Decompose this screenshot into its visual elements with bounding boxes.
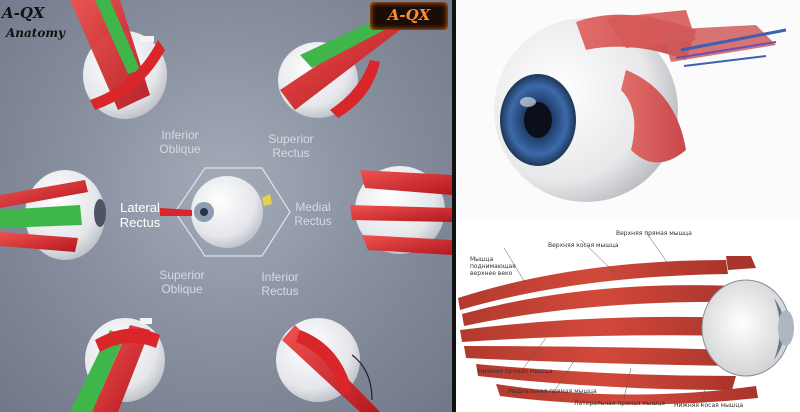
- label-superior-oblique: Superior Oblique: [150, 268, 214, 296]
- watermark-title: A-QX: [2, 4, 45, 22]
- eye-render-bottom-right: [276, 318, 380, 412]
- ru-label-lateral-rectus: Латеральная прямая мышца: [574, 400, 665, 407]
- eye-render-middle-right: [350, 166, 452, 255]
- ru-label-superior-rectus: Верхняя прямая мышца: [616, 230, 692, 237]
- label-line: Lateral: [120, 200, 160, 215]
- logo-text: A-QX: [387, 6, 431, 24]
- label-medial-rectus: Medial Rectus: [284, 200, 342, 228]
- label-superior-rectus: Superior Rectus: [260, 132, 322, 160]
- label-line: Superior: [159, 268, 205, 282]
- eye-render-bottom-left: [70, 318, 165, 412]
- label-line: Medial: [295, 200, 331, 214]
- label-line: Inferior: [261, 270, 299, 284]
- ru-label-medial-rectus: Медиальная прямая мышца: [508, 388, 597, 395]
- label-line: Rectus: [272, 146, 310, 160]
- label-line: Oblique: [159, 142, 201, 156]
- label-lateral-rectus: Lateral Rectus: [110, 200, 170, 230]
- aqx-logo: A-QX: [370, 2, 448, 30]
- eye-render-top-right: [278, 18, 400, 118]
- label-line: Rectus: [294, 214, 332, 228]
- label-line: Rectus: [261, 284, 299, 298]
- eye-render-middle-left: [0, 170, 106, 260]
- label-line: Inferior: [161, 128, 199, 142]
- muscle-drawing: [458, 231, 794, 407]
- watermark-subtitle: Anatomy: [6, 26, 66, 40]
- label-line: Rectus: [119, 215, 161, 230]
- eyeball-3d-render: [456, 0, 800, 218]
- eye-render-center: [160, 167, 291, 257]
- ru-label-superior-oblique: Верхняя косая мышца: [548, 242, 619, 249]
- label-line: Superior: [268, 132, 314, 146]
- ru-label-line: верхнее веко: [470, 270, 513, 277]
- ru-label-inferior-rectus: Нижняя прямая мышца: [478, 368, 553, 375]
- label-line: Oblique: [161, 282, 203, 296]
- eye-muscles-animation-panel: A-QX Anatomy A-QX Inferior Oblique Super…: [0, 0, 452, 412]
- eye-render-top-left: [70, 0, 167, 119]
- label-inferior-oblique: Inferior Oblique: [150, 128, 210, 156]
- ru-label-levator: Мышца поднимающая верхнее веко: [470, 256, 540, 277]
- ru-label-line: Мышца поднимающая: [470, 256, 516, 270]
- anatomy-labeled-drawing: Мышца поднимающая верхнее веко Верхняя к…: [456, 218, 800, 412]
- eyeball-illustration: [494, 10, 787, 202]
- label-inferior-rectus: Inferior Rectus: [250, 270, 310, 298]
- eye-renderings: [0, 0, 452, 412]
- panel-divider: [452, 0, 456, 412]
- ru-label-inferior-oblique: Нижняя косая мышца: [674, 402, 744, 409]
